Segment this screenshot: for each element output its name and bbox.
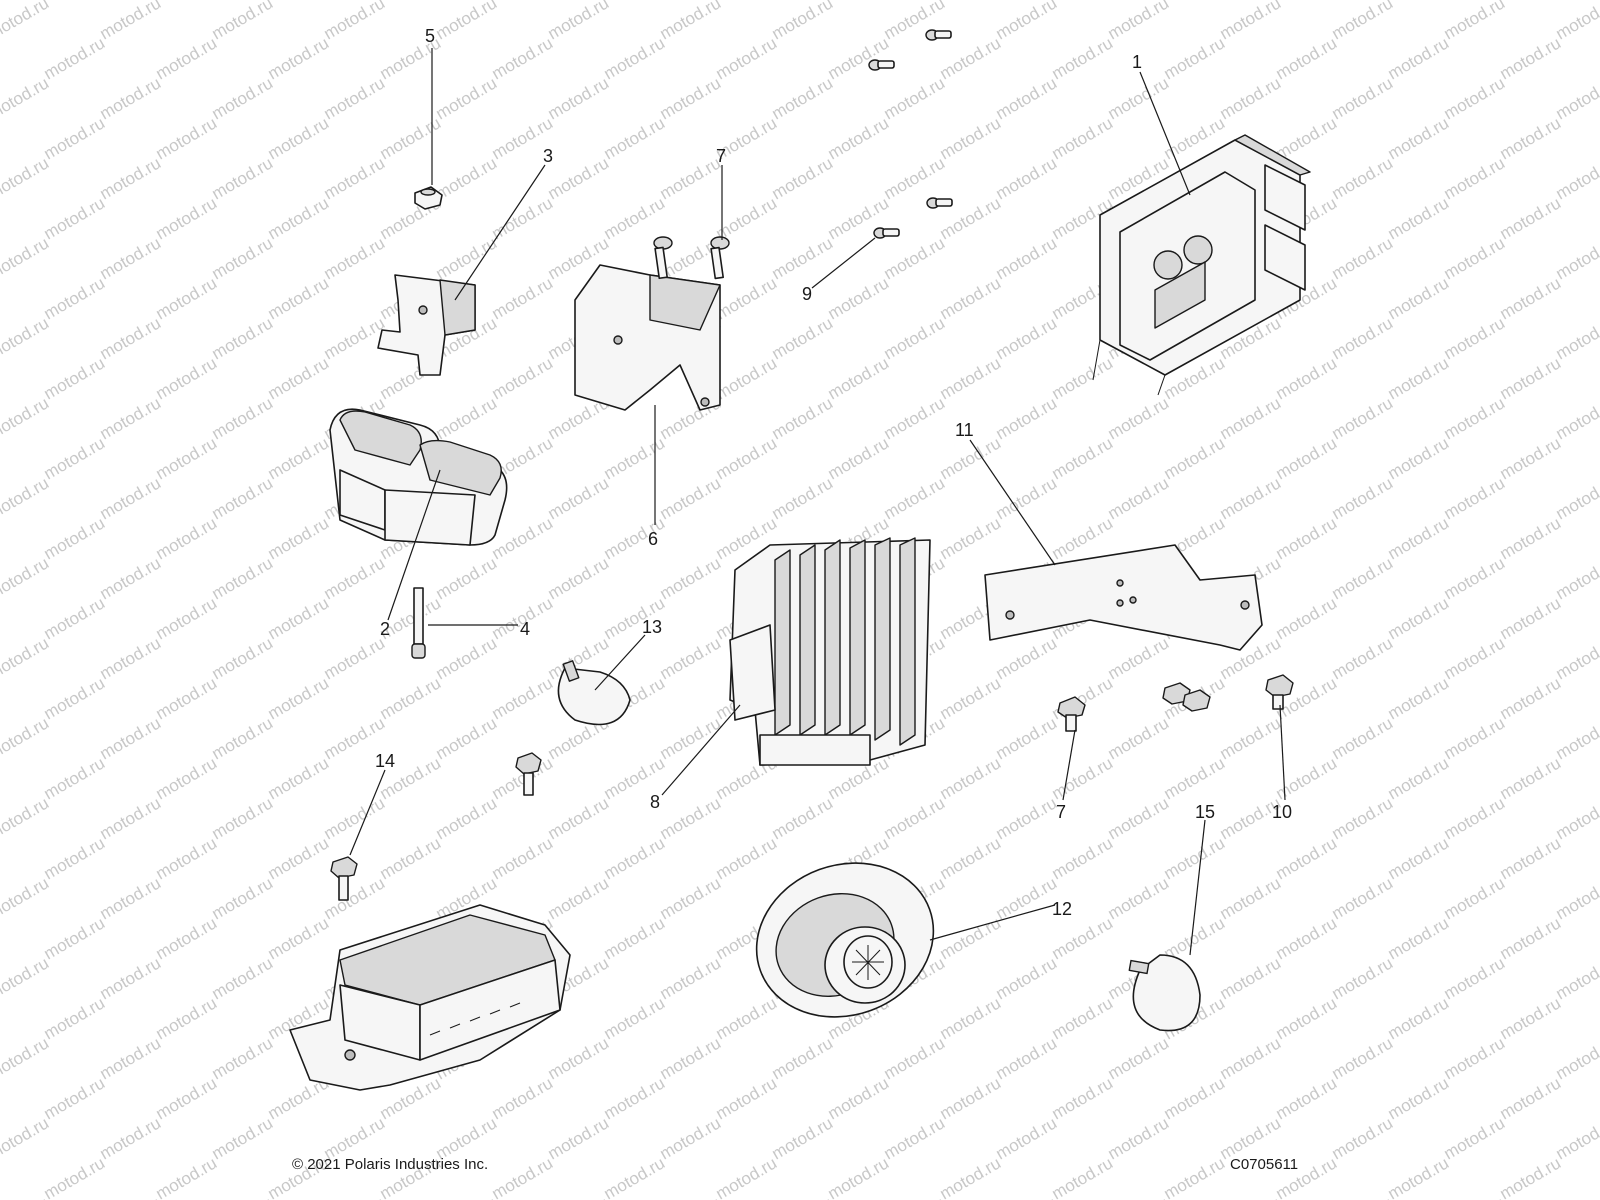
callout-labels: 5 3 1 7 9 11 6 2 4 13 14 8 7 10 15 12: [375, 26, 1292, 919]
callout-1: 1: [1132, 52, 1142, 72]
callout-4: 4: [520, 619, 530, 639]
fuse-box: [289, 904, 571, 1091]
callout-13: 13: [642, 617, 662, 637]
callout-2: 2: [380, 619, 390, 639]
flat-bracket: [984, 544, 1263, 651]
bolt-7-bottom: [1057, 696, 1086, 732]
callout-10: 10: [1272, 802, 1292, 822]
callout-7-bottom: 7: [1056, 802, 1066, 822]
bracket-clip: [377, 274, 476, 376]
ecu-module: [1092, 134, 1311, 396]
callout-15: 15: [1195, 802, 1215, 822]
voltage-regulator: [729, 537, 931, 766]
callout-3: 3: [543, 146, 553, 166]
loose-bolt: [515, 752, 542, 796]
bolt-7-top: [653, 236, 730, 280]
screws-9: [868, 29, 953, 239]
callout-6: 6: [648, 529, 658, 549]
bolt-14: [330, 856, 358, 901]
callout-5: 5: [425, 26, 435, 46]
relay-block: [329, 408, 508, 546]
cable-tie-13: [557, 660, 631, 726]
flange-bolts-10: [1162, 674, 1294, 712]
nut: [414, 186, 443, 210]
callout-11: 11: [955, 420, 974, 440]
cable-tie-15: [1128, 954, 1201, 1032]
drawing-id: C0705611: [1230, 1156, 1299, 1173]
callout-8: 8: [650, 792, 660, 812]
copyright-notice: © 2021 Polaris Industries Inc.: [292, 1156, 489, 1173]
callout-14: 14: [375, 751, 395, 771]
callout-9: 9: [802, 284, 812, 304]
callout-7-top: 7: [716, 146, 726, 166]
callout-12: 12: [1052, 899, 1072, 919]
regulator-fins: [774, 537, 916, 746]
long-bolt: [411, 587, 426, 659]
bent-bracket: [574, 264, 721, 411]
grommet: [755, 862, 935, 1018]
leader-lines: [349, 48, 1286, 956]
